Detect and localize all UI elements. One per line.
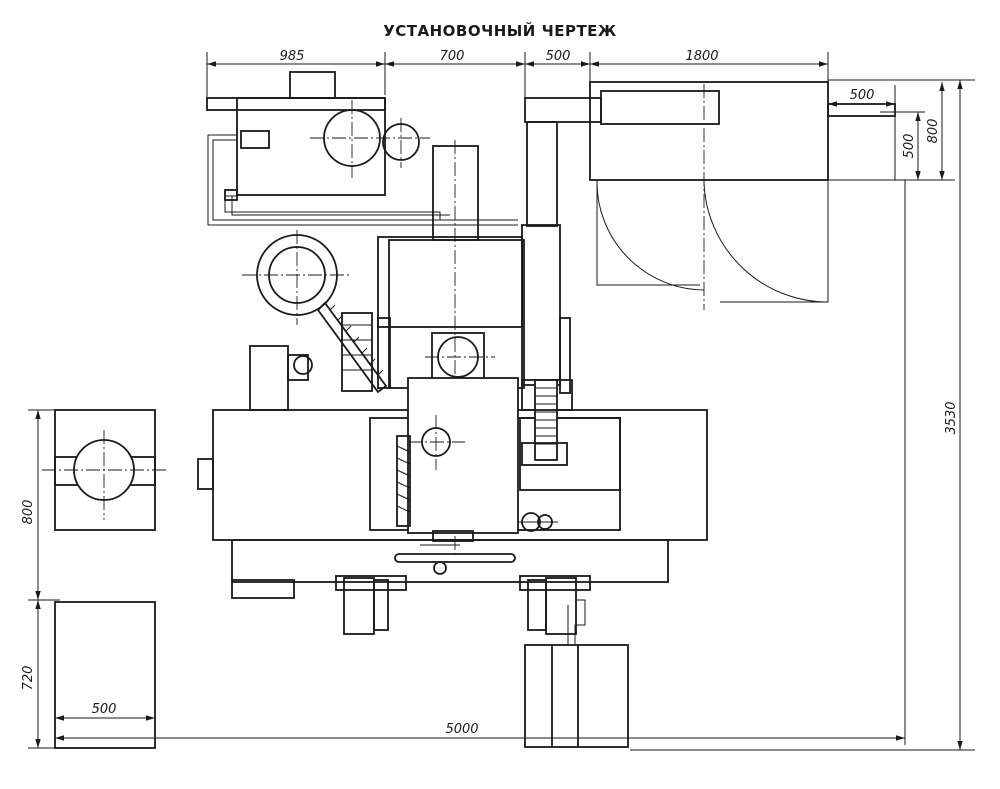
dim-3530: 3530 [944, 401, 959, 434]
hydraulic-unit [206, 71, 518, 226]
dimension-lines [28, 52, 975, 751]
dim-800-left: 800 [21, 500, 36, 525]
dim-500-right-h: 500 [850, 88, 875, 103]
dim-700: 700 [440, 49, 465, 64]
carriage [396, 377, 573, 542]
drawing-title: УСТАНОВОЧНЫЙ ЧЕРТЕЖ [383, 21, 617, 40]
dim-500-top: 500 [546, 49, 571, 64]
bottom-cabinet [524, 599, 629, 748]
dim-800-right: 800 [926, 119, 941, 144]
electric-cabinet [524, 81, 896, 310]
dim-720-left: 720 [21, 666, 36, 691]
machine-column [377, 140, 571, 555]
dim-5000: 5000 [445, 722, 478, 737]
wheel-assembly [242, 230, 388, 411]
left-lower-unit [54, 601, 156, 749]
left-aux-unit [42, 409, 168, 531]
dim-500-right-v: 500 [902, 134, 917, 159]
dim-985: 985 [280, 49, 305, 64]
dim-500-bottom: 500 [92, 702, 117, 717]
dim-1800: 1800 [685, 49, 718, 64]
